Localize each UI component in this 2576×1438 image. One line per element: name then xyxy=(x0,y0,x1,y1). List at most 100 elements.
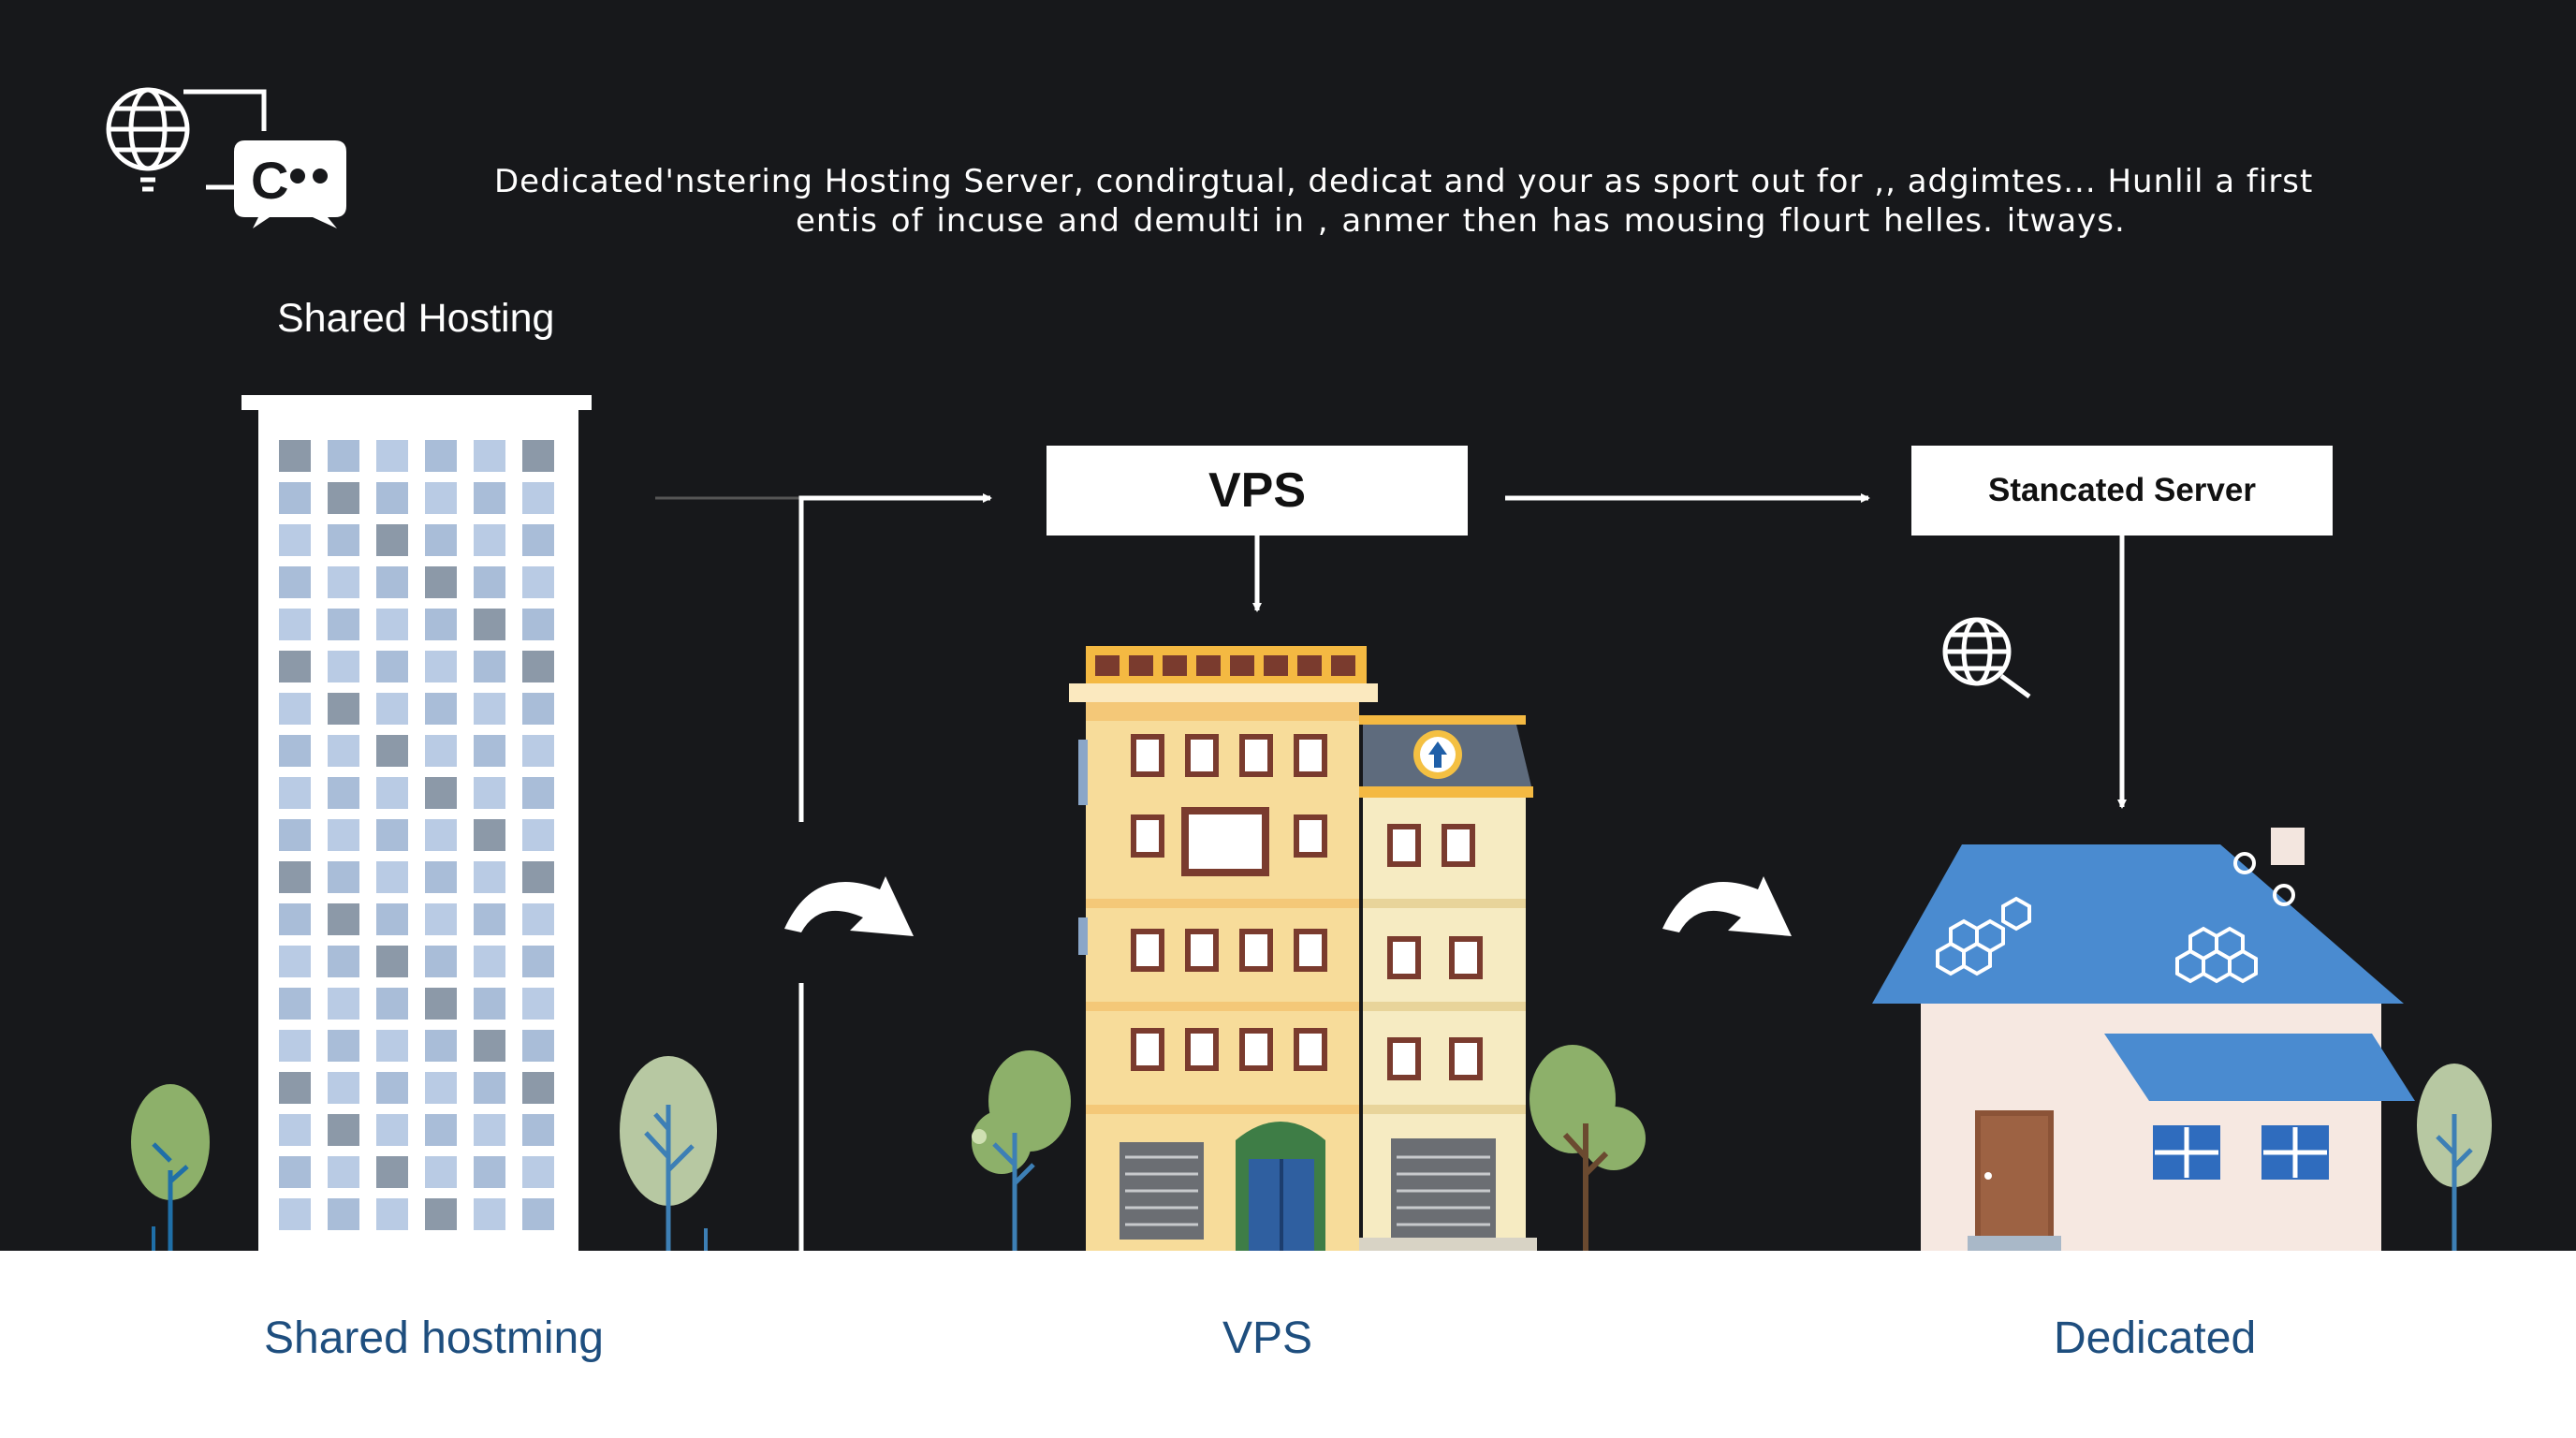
shared-hosting-title: Shared Hosting xyxy=(277,296,555,341)
skyscraper-window xyxy=(425,693,457,725)
skyscraper-window xyxy=(279,693,311,725)
skyscraper-window xyxy=(376,440,408,472)
skyscraper-window xyxy=(279,1030,311,1062)
skyscraper-window xyxy=(474,566,505,598)
skyscraper-window xyxy=(522,946,554,977)
skyscraper-window xyxy=(474,777,505,809)
skyscraper-window xyxy=(279,524,311,556)
skyscraper-windows xyxy=(279,440,554,1230)
dedicated-house xyxy=(1872,828,2415,1251)
skyscraper-window xyxy=(279,651,311,682)
skyscraper-window xyxy=(376,609,408,640)
tree-2 xyxy=(620,1056,717,1251)
chat-bubble-icon: C xyxy=(234,140,346,228)
skyscraper-window xyxy=(279,482,311,514)
apartment-window-pane xyxy=(1191,934,1213,966)
shared-hosting-skyscraper xyxy=(242,395,592,1251)
skyscraper-window xyxy=(522,566,554,598)
skyscraper-window xyxy=(376,524,408,556)
up-arrow-badge-icon xyxy=(1413,730,1462,779)
skyscraper-window xyxy=(376,777,408,809)
apartment-window-pane xyxy=(1245,1034,1267,1065)
skyscraper-window xyxy=(279,440,311,472)
skyscraper-window xyxy=(279,861,311,893)
skyscraper-window xyxy=(522,988,554,1020)
skyscraper-window xyxy=(474,1030,505,1062)
skyscraper-window xyxy=(279,946,311,977)
skyscraper-window xyxy=(279,988,311,1020)
skyscraper-window xyxy=(474,988,505,1020)
skyscraper-window xyxy=(425,482,457,514)
globe-search-icon xyxy=(1942,617,2031,699)
skyscraper-window xyxy=(425,440,457,472)
skyscraper-window xyxy=(279,819,311,851)
skyscraper-window xyxy=(474,440,505,472)
apartment-window-pane xyxy=(1393,829,1415,861)
skyscraper-window xyxy=(328,524,359,556)
skyscraper-window xyxy=(328,861,359,893)
skyscraper-window xyxy=(279,903,311,935)
skyscraper-window xyxy=(474,693,505,725)
skyscraper-window xyxy=(279,777,311,809)
footer-vps-label: VPS xyxy=(1222,1313,1313,1363)
skyscraper-window xyxy=(279,1114,311,1146)
skyscraper-window xyxy=(376,861,408,893)
skyscraper-window xyxy=(474,861,505,893)
apartment-window-pane xyxy=(1299,740,1322,771)
apartment-window-pane xyxy=(1245,934,1267,966)
tree-5 xyxy=(2417,1064,2492,1251)
skyscraper-window xyxy=(328,651,359,682)
apartment-window-pane xyxy=(1136,1034,1159,1065)
skyscraper-window xyxy=(425,735,457,767)
svg-text:C: C xyxy=(251,151,288,210)
skyscraper-window xyxy=(425,1156,457,1188)
skyscraper-window xyxy=(328,946,359,977)
apartment-window-pane xyxy=(1191,740,1213,771)
skyscraper-window xyxy=(328,693,359,725)
skyscraper-window xyxy=(522,651,554,682)
skyscraper-window xyxy=(474,1198,505,1230)
skyscraper-window xyxy=(279,1198,311,1230)
skyscraper-window xyxy=(376,651,408,682)
skyscraper-window xyxy=(376,946,408,977)
skyscraper-window xyxy=(376,903,408,935)
skyscraper-window xyxy=(522,1030,554,1062)
skyscraper-window xyxy=(522,861,554,893)
apartment-window-pane xyxy=(1136,740,1159,771)
skyscraper-window xyxy=(328,1198,359,1230)
tree-1 xyxy=(131,1084,210,1251)
skyscraper-window xyxy=(522,1156,554,1188)
skyscraper-window xyxy=(425,524,457,556)
skyscraper-window xyxy=(522,903,554,935)
skyscraper-window xyxy=(376,988,408,1020)
skyscraper-window xyxy=(279,735,311,767)
skyscraper-window xyxy=(328,735,359,767)
footer-labels xyxy=(0,1251,2576,1438)
skyscraper-window xyxy=(376,1030,408,1062)
apartment-window-pane xyxy=(1393,1043,1415,1075)
skyscraper-window xyxy=(425,1114,457,1146)
apartment-large-window-pane xyxy=(1189,814,1262,869)
skyscraper-window xyxy=(522,1114,554,1146)
skyscraper-window xyxy=(474,1114,505,1146)
skyscraper-window xyxy=(425,1198,457,1230)
skyscraper-window xyxy=(328,440,359,472)
skyscraper-window xyxy=(425,819,457,851)
skyscraper-window xyxy=(425,566,457,598)
skyscraper-window xyxy=(328,988,359,1020)
skyscraper-window xyxy=(328,819,359,851)
skyscraper-window xyxy=(376,1114,408,1146)
intro-line-2: entis of incuse and demulti in , anmer t… xyxy=(796,202,2126,240)
skyscraper-window xyxy=(425,1030,457,1062)
skyscraper-window xyxy=(474,735,505,767)
skyscraper-window xyxy=(474,524,505,556)
skyscraper-window xyxy=(522,524,554,556)
skyscraper-window xyxy=(522,440,554,472)
skyscraper-window xyxy=(522,693,554,725)
skyscraper-window xyxy=(279,609,311,640)
apartment-windows xyxy=(1131,734,1483,1080)
footer-shared-label: Shared hostming xyxy=(264,1313,604,1363)
skyscraper-window xyxy=(328,1030,359,1062)
skyscraper-window xyxy=(474,482,505,514)
